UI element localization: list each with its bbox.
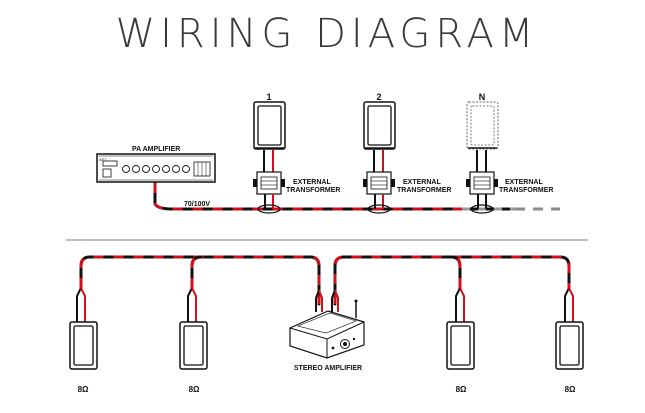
transformer-icon: [253, 171, 285, 195]
impedance-label-2: 8Ω: [189, 385, 200, 394]
speaker-number-2: 2: [376, 92, 381, 102]
svg-text:AE7: AE7: [99, 157, 107, 162]
stereo-right-wiring: [333, 255, 571, 306]
speaker-number-1: 1: [266, 92, 271, 102]
speaker-number-n: N: [479, 92, 486, 102]
stereo-speaker-2: 8Ω: [179, 321, 208, 394]
impedance-label-4: 8Ω: [565, 385, 576, 394]
wall-speaker-icon: [179, 321, 208, 370]
transformer-icon: [363, 171, 395, 195]
transformer-label-1-line1: EXTERNAL: [293, 179, 331, 186]
wall-speaker-icon: [253, 101, 286, 150]
wall-speaker-icon: [466, 101, 499, 150]
stereo-speaker-leads: [76, 287, 574, 322]
transformer-label-2-line2: TRANSFORMER: [397, 187, 451, 194]
impedance-label-1: 8Ω: [78, 385, 89, 394]
stereo-speaker-3: 8Ω: [446, 321, 475, 394]
stereo-speaker-1: 8Ω: [69, 321, 98, 394]
transformer-label-n-line1: EXTERNAL: [505, 179, 543, 186]
pa-speaker-1-group: 1 EXTERNAL TRANSFORMER: [253, 92, 340, 214]
transformer-label-2-line1: EXTERNAL: [403, 179, 441, 186]
impedance-label-3: 8Ω: [456, 385, 467, 394]
stereo-speaker-4: 8Ω: [555, 321, 584, 394]
wall-speaker-icon: [446, 321, 475, 370]
stereo-amplifier-label: STEREO AMPLIFIER: [294, 365, 362, 372]
pa-speaker-n-group: N EXTERNAL TRANSFORMER: [466, 92, 553, 214]
wall-speaker-icon: [69, 321, 98, 370]
pa-amplifier-icon: AE7: [96, 153, 216, 183]
wall-speaker-icon: [363, 101, 396, 150]
transformer-label-n-line2: TRANSFORMER: [499, 187, 553, 194]
transformer-label-1-line2: TRANSFORMER: [286, 187, 340, 194]
stereo-left-wiring: [79, 255, 321, 306]
transformer-icon: [466, 171, 498, 195]
pa-amplifier-label: PA AMPLIFIER: [132, 146, 180, 153]
line-voltage-label: 70/100V: [184, 201, 210, 208]
stereo-amplifier-icon: [289, 299, 365, 359]
page-title: WIRING DIAGRAM: [116, 11, 539, 57]
wall-speaker-icon: [555, 321, 584, 370]
pa-speaker-2-group: 2 EXTERNAL TRANSFORMER: [363, 92, 451, 214]
